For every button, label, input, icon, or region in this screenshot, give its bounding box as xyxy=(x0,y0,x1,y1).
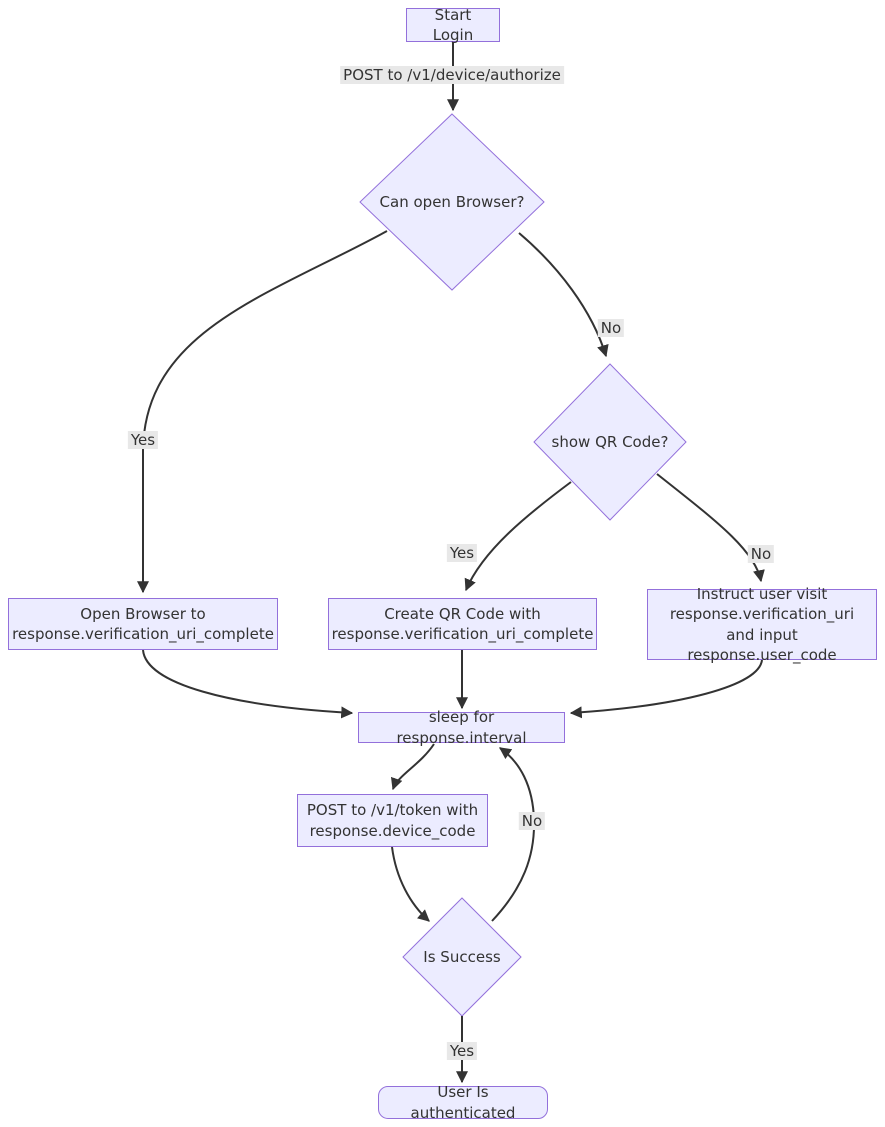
node-sleep-interval-label: sleep for response.interval xyxy=(396,708,527,747)
edge-instruct-to-sleep xyxy=(569,659,763,719)
edge-label-can-open-browser-no: No xyxy=(597,319,625,337)
edge-show-qr-yes xyxy=(464,481,572,592)
node-start-login: Start Login xyxy=(406,6,500,44)
node-open-browser: Open Browser to response.verification_ur… xyxy=(8,598,278,650)
edge-label-is-success-yes: Yes xyxy=(446,1042,478,1060)
node-show-qr-code-label: show QR Code? xyxy=(551,433,669,451)
edge-post-token-to-is-success xyxy=(391,846,430,922)
node-can-open-browser-label: Can open Browser? xyxy=(379,193,525,211)
node-post-token: POST to /v1/token with response.device_c… xyxy=(297,794,488,847)
edge-label-post-authorize: POST to /v1/device/authorize xyxy=(340,66,564,84)
edge-show-qr-no xyxy=(656,473,765,583)
edge-label-can-open-browser-yes: Yes xyxy=(127,431,159,449)
edge-is-success-no-loop xyxy=(491,747,536,922)
node-shape-show-qr-code xyxy=(533,363,687,521)
edge-can-open-browser-yes xyxy=(137,230,388,594)
edge-open-browser-to-sleep xyxy=(142,649,354,719)
node-user-authenticated-label: User Is authenticated xyxy=(410,1083,516,1122)
node-post-token-label: POST to /v1/token with response.device_c… xyxy=(306,801,479,840)
edge-can-open-browser-no xyxy=(518,232,609,358)
node-instruct-user-label: Instruct user visit response.verificatio… xyxy=(669,585,855,664)
node-instruct-user: Instruct user visit response.verificatio… xyxy=(647,585,877,664)
edge-label-show-qr-no: No xyxy=(747,545,775,563)
node-open-browser-label: Open Browser to response.verification_ur… xyxy=(12,604,274,643)
node-create-qr-code: Create QR Code with response.verificatio… xyxy=(328,598,597,650)
node-user-authenticated: User Is authenticated xyxy=(378,1083,548,1122)
node-is-success-label: Is Success xyxy=(423,948,501,966)
edge-label-is-success-no: No xyxy=(518,812,546,830)
edge-label-show-qr-yes: Yes xyxy=(446,544,478,562)
node-start-login-label: Start Login xyxy=(432,5,474,44)
node-create-qr-code-label: Create QR Code with response.verificatio… xyxy=(331,604,594,643)
node-sleep-interval: sleep for response.interval xyxy=(358,708,565,747)
edge-sleep-to-post-token xyxy=(390,743,435,791)
node-shape-can-open-browser xyxy=(359,113,545,291)
